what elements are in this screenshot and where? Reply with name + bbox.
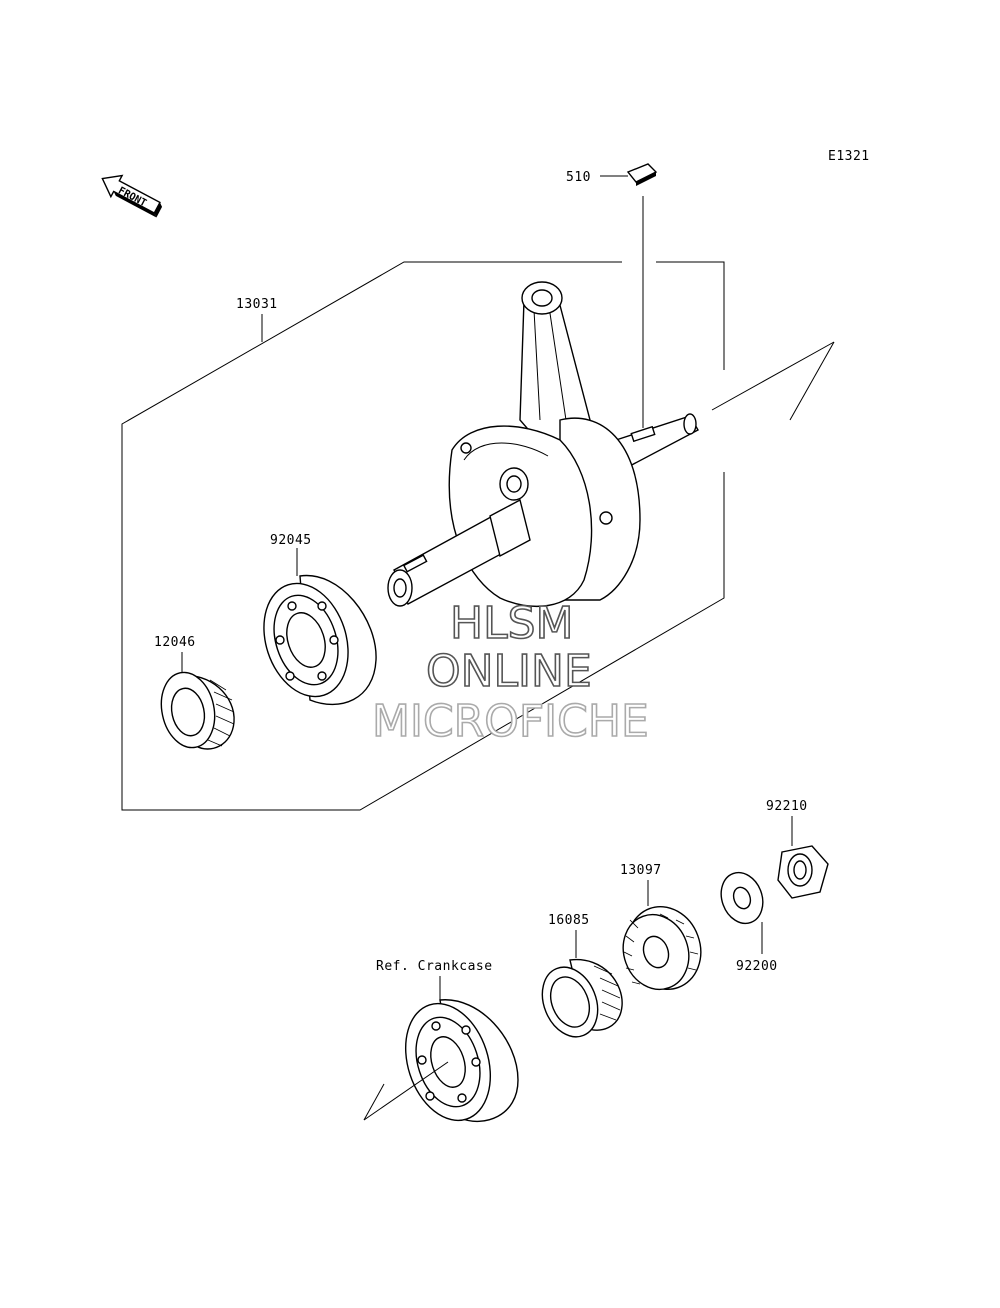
diagram-code: E1321	[828, 149, 870, 164]
crankshaft	[387, 281, 699, 608]
watermark-line3: MICROFICHE	[372, 696, 649, 747]
crank-axis	[711, 341, 835, 421]
label-92200: 92200	[736, 959, 778, 974]
label-ref-crankcase: Ref. Crankcase	[376, 959, 493, 974]
watermark-line2: ONLINE	[426, 646, 592, 697]
assembly-frame	[121, 261, 725, 811]
label-92045: 92045	[270, 533, 312, 548]
label-13031: 13031	[236, 297, 278, 312]
label-16085: 16085	[548, 913, 590, 928]
label-12046: 12046	[154, 635, 196, 650]
nut-92210: 92210	[766, 799, 829, 899]
key-510: 510	[566, 163, 658, 428]
gear-16085: 16085	[541, 913, 623, 1038]
label-510: 510	[566, 170, 591, 185]
gear-12046: 12046	[154, 635, 235, 750]
watermark: HLSM ONLINE MICROFICHE	[371, 597, 649, 748]
gear-13097: 13097	[620, 863, 702, 991]
label-13097: 13097	[620, 863, 662, 878]
bearing-ref-crankcase: Ref. Crankcase	[363, 959, 519, 1123]
front-arrow-icon: FRONT	[101, 174, 163, 218]
label-92210: 92210	[766, 799, 808, 814]
watermark-line1: HLSM	[450, 598, 574, 649]
washer-92200: 92200	[720, 871, 778, 974]
bearing-92045: 92045	[263, 533, 377, 706]
